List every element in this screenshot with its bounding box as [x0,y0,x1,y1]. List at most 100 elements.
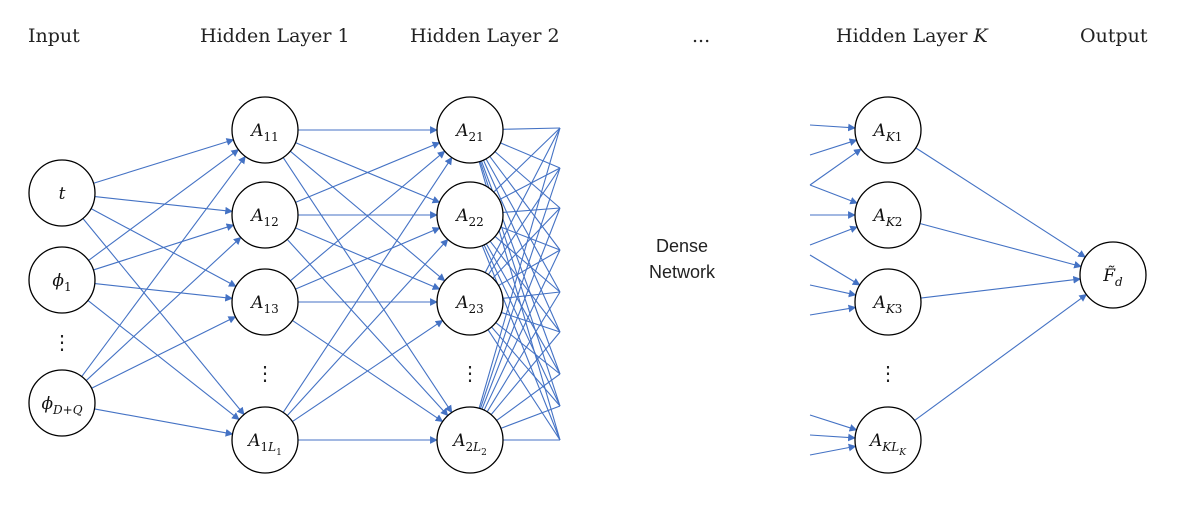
hidden1-node-label-2: A13 [249,293,279,316]
edge-hiddenK-0-stub-0 [809,123,856,132]
edge-hidden2-0-stub-2 [494,151,561,209]
input-node-label-sub-3: D+Q [52,403,83,417]
edge-hiddenK-0-stub-1 [809,138,858,156]
hidden1-node-label-0: A11 [249,121,279,144]
header-ellipsis: ... [692,25,710,47]
input-node-label-base-0: t [59,184,66,204]
hidden1-node-label-base-1: A [249,206,263,226]
edge-hidden2-1-stub-4 [494,236,561,293]
edge-hiddenK-2-stub-1 [809,284,857,298]
hiddenK-node-label-sub-2: K3 [885,302,903,316]
edge-hiddenK-2-stub-0 [809,254,861,286]
header-hidden-layer-2: Hidden Layer 2 [410,25,560,47]
input-ellipsis: ⋮ [52,330,72,354]
hidden2-node-label-0: A21 [454,121,484,144]
edge-hiddenK-2-stub-2 [809,304,857,316]
input-node-0 [28,159,96,227]
edge-input-3-to-hidden1-1 [85,236,242,381]
hiddenK-node-label-sub-num-0: 1 [895,130,903,144]
header-hidden-layer-k-var: K [973,25,990,47]
hidden2-node-label-sub-1: 22 [469,215,484,229]
hiddenK-node-label-4: AKLK [868,431,907,458]
edge-hiddenK-0-stub-2 [809,148,862,186]
hiddenK-node-label-sub-0: K1 [885,130,903,144]
edge-input-3-to-hidden1-4 [94,408,234,437]
hiddenK-node-label-sub-num-2: 3 [895,302,903,316]
header-hidden-layer-k-prefix: Hidden Layer [836,25,974,47]
hiddenK-node-label-sub-var-1: K [885,215,896,229]
hiddenK-ellipsis: ⋮ [878,361,898,385]
hiddenK-node-label-base-1: A [872,206,886,226]
edge-hidden2-0-stub-0 [502,127,561,130]
edge-hiddenK-4-to-output-0 [914,294,1088,421]
edge-input-0-to-hidden1-0 [93,138,235,184]
hidden2-node-label-subsub-4: 2 [481,448,487,458]
hidden2-node-label-2: A23 [454,293,484,316]
edge-hiddenK-4-stub-2 [809,443,857,456]
nodes-group: tϕ1⋮ϕD+QA11A12A13⋮A1L1A21A22A23⋮A2L2AK1A… [28,96,1147,474]
input-node-label-base-3: ϕ [41,394,53,414]
edge-hidden2-2-stub-1 [487,167,561,275]
hidden1-node-label-1: A12 [249,206,279,229]
input-node-label-1: ϕ1 [52,271,71,294]
edge-hidden2-1-stub-1 [498,167,561,201]
edge-hiddenK-4-stub-0 [809,414,858,432]
header-hidden-layer-k: Hidden Layer K [836,25,990,47]
dense-network-label-line1: Dense [656,236,708,256]
hiddenK-node-label-2: AK3 [872,293,903,316]
edge-hiddenK-4-stub-1 [809,433,856,442]
edge-hidden2-0-stub-3 [489,156,561,251]
edge-hidden2-1-stub-5 [489,240,561,333]
hidden1-node-label-base-4: A [246,431,260,451]
hidden1-node-label-sub-2: 13 [264,302,279,316]
edge-hiddenK-1-to-output-0 [919,222,1082,269]
edge-hidden2-2-stub-4 [502,291,561,299]
input-node-label-base-1: ϕ [52,271,64,291]
hiddenK-node-label-base-0: A [872,121,886,141]
hidden1-ellipsis: ⋮ [255,361,275,385]
hiddenK-node-label-base-4: A [868,431,882,451]
edge-hidden2-1-stub-6 [485,243,561,375]
edge-input-3-to-hidden1-2 [91,316,237,389]
hiddenK-node-label-1: AK2 [872,206,903,229]
input-node-label-3: ϕD+Q [41,394,82,417]
hidden1-node-label-sub-4: 1L [260,440,276,454]
hidden2-node-4 [436,406,504,474]
hidden2-node-label-1: A22 [454,206,484,229]
edge-hidden2-4-stub-0 [478,127,561,409]
edge-input-0-to-hidden1-4 [82,218,245,416]
hidden1-node-label-base-0: A [249,121,263,141]
hidden1-node-0 [231,96,299,164]
hidden1-node-label-sub-0: 11 [264,130,279,144]
edge-hidden2-4-stub-2 [481,207,561,410]
output-node-label-sub-0: d [1115,275,1123,289]
hidden2-node-label-base-0: A [454,121,468,141]
hidden2-node-label-sub-0: 21 [469,130,484,144]
edge-hidden1-4-to-hidden2-1 [286,238,449,416]
edge-hidden2-1-stub-7 [483,244,561,407]
hidden2-node-label-sub-var-4: L [472,440,481,454]
edge-hidden2-0-stub-5 [482,159,561,333]
output-node-label-0: F̃d [1102,266,1123,289]
header-output: Output [1080,25,1148,47]
hidden2-node-label-sub-4: 2L [465,440,481,454]
output-node-0 [1079,241,1147,309]
edge-hidden2-4-stub-1 [479,167,561,409]
edge-hiddenK-0-to-output-0 [915,147,1086,258]
edge-input-1-to-hidden1-4 [87,299,240,421]
hidden1-node-label-sub-1: 12 [264,215,279,229]
edge-hidden2-4-stub-4 [486,291,561,413]
edge-hidden2-0-stub-4 [485,158,561,293]
edge-input-0-to-hidden1-1 [94,196,233,215]
hiddenK-node-label-sub-var-0: K [885,130,896,144]
hidden1-node-2 [231,268,299,336]
edge-hidden2-1-stub-0 [493,127,561,193]
hidden1-node-label-sub-num-4: 1 [260,440,268,454]
hidden2-node-label-base-4: A [451,431,465,451]
hidden1-node-label-sub-var-4: L [267,440,276,454]
edge-hidden2-4-stub-6 [496,373,561,421]
hidden2-node-2 [436,268,504,336]
hidden2-node-label-sub-num-4: 2 [465,440,473,454]
edge-hidden2-2-stub-3 [498,249,561,286]
